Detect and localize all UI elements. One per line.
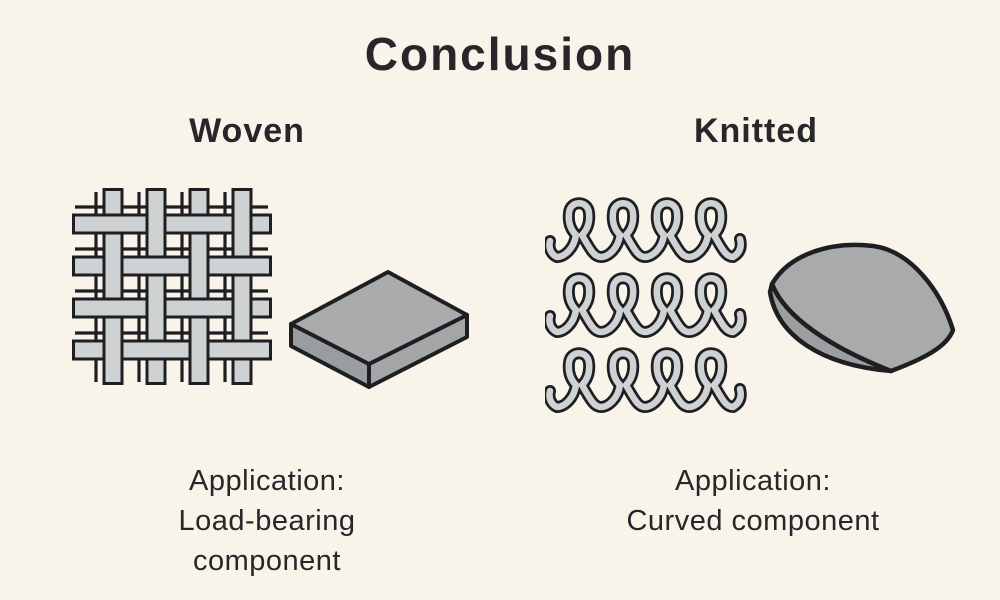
knitted-pattern-illustration <box>545 197 747 413</box>
shell-top-surface <box>769 242 956 374</box>
caption-line: Load-bearing <box>178 505 356 537</box>
woven-pattern-illustration <box>72 188 272 385</box>
caption-line: component <box>193 545 341 577</box>
flat-plate-illustration <box>289 270 469 389</box>
page-title: Conclusion <box>364 28 636 80</box>
heading-knitted: Knitted <box>693 112 819 150</box>
caption-line: Application: <box>189 465 345 497</box>
curved-shell-illustration <box>767 242 956 374</box>
heading-woven: Woven <box>189 112 305 150</box>
plate-top-face <box>289 270 469 366</box>
caption-woven: Application: Load-bearing component <box>107 461 427 581</box>
caption-line: Curved component <box>626 505 880 537</box>
caption-line: Application: <box>675 465 831 497</box>
caption-knitted: Application: Curved component <box>593 461 913 541</box>
